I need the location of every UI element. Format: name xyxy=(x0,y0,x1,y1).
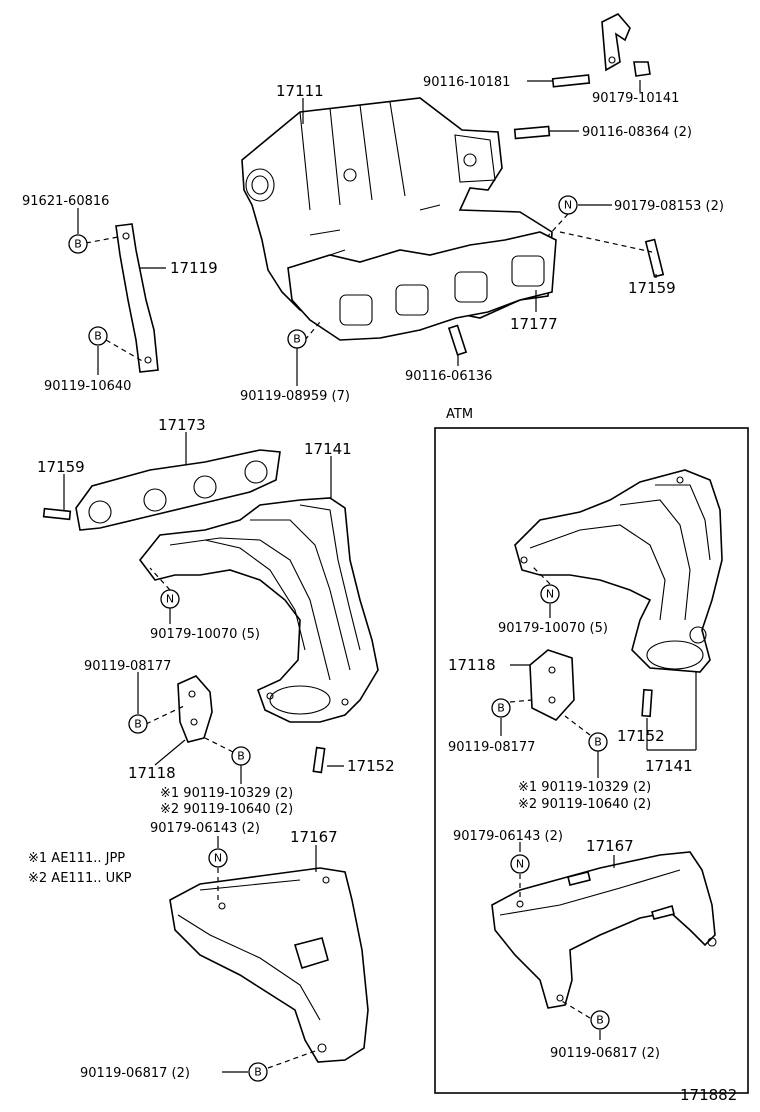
legend-note1: ※1 AE111.. JPP xyxy=(28,851,125,866)
svg-text:B: B xyxy=(293,333,301,346)
svg-text:N: N xyxy=(166,593,174,606)
bracket-17118-right xyxy=(529,649,575,721)
svg-text:N: N xyxy=(546,588,554,601)
legend-note2: ※2 AE111.. UKP xyxy=(28,871,132,886)
marker-n-5: N xyxy=(510,854,530,874)
stud-90116-08364 xyxy=(513,125,551,140)
label-17152-left: 17152 xyxy=(347,757,395,775)
marker-n-1: N xyxy=(558,195,578,215)
label-17141: 17141 xyxy=(304,440,352,458)
label-17159-mid: 17159 xyxy=(37,458,85,476)
marker-b-4: B xyxy=(128,714,148,734)
label-17159-top: 17159 xyxy=(628,279,676,297)
svg-text:B: B xyxy=(497,702,505,715)
label-17173: 17173 xyxy=(158,416,206,434)
label-atm: ATM xyxy=(446,407,473,422)
label-17152-right: 17152 xyxy=(617,727,665,745)
label-90119-08177-left: 90119-08177 xyxy=(84,659,171,674)
marker-n-4: N xyxy=(540,584,560,604)
label-17177: 17177 xyxy=(510,315,558,333)
label-17118-right: 17118 xyxy=(448,656,496,674)
marker-b-8: B xyxy=(588,732,608,752)
label-90116-06136: 90116-06136 xyxy=(405,369,492,384)
label-note2-left: ※2 90119-10640 (2) xyxy=(160,802,293,817)
svg-text:B: B xyxy=(594,736,602,749)
stud-17159-top xyxy=(644,238,665,278)
label-90179-06143-right: 90179-06143 (2) xyxy=(453,829,563,844)
svg-text:N: N xyxy=(214,852,222,865)
label-90179-08153: 90179-08153 (2) xyxy=(614,199,724,214)
marker-n-2: N xyxy=(160,589,180,609)
marker-b-9: B xyxy=(590,1010,610,1030)
label-90119-10640: 90119-10640 xyxy=(44,379,131,394)
label-note1-right: ※1 90119-10329 (2) xyxy=(518,780,651,795)
marker-n-3: N xyxy=(208,848,228,868)
part-labels: 17111 90116-10181 90179-10141 90116-0836… xyxy=(22,75,737,1104)
label-17141-right: 17141 xyxy=(645,757,693,775)
svg-text:B: B xyxy=(94,330,102,343)
label-90179-06143-left: 90179-06143 (2) xyxy=(150,821,260,836)
marker-b-5: B xyxy=(231,746,251,766)
svg-text:B: B xyxy=(237,750,245,763)
marker-b-1: B xyxy=(68,234,88,254)
label-90179-10141: 90179-10141 xyxy=(592,91,679,106)
marker-b-6: B xyxy=(248,1062,268,1082)
label-90179-10070-left: 90179-10070 (5) xyxy=(150,627,260,642)
exhaust-manifold-17141-atm xyxy=(514,469,723,673)
label-90116-08364: 90116-08364 (2) xyxy=(582,125,692,140)
label-17167-left: 17167 xyxy=(290,828,338,846)
stud-90116-10181 xyxy=(551,74,591,88)
atm-box xyxy=(434,427,749,1094)
label-90119-06817-left: 90119-06817 (2) xyxy=(80,1066,190,1081)
label-90116-10181: 90116-10181 xyxy=(423,75,510,90)
svg-text:B: B xyxy=(74,238,82,251)
stud-90116-06136 xyxy=(447,324,468,356)
label-note2-right: ※2 90119-10640 (2) xyxy=(518,797,651,812)
leader-lines xyxy=(63,80,697,1073)
intake-gasket-17177 xyxy=(287,231,557,341)
stud-17152-right xyxy=(641,688,653,718)
marker-b-7: B xyxy=(491,698,511,718)
marker-b-2: B xyxy=(88,326,108,346)
bracket-17118-left xyxy=(177,675,213,743)
label-17111: 17111 xyxy=(276,82,324,100)
svg-text:B: B xyxy=(254,1066,262,1079)
label-90119-06817-right: 90119-06817 (2) xyxy=(550,1046,660,1061)
label-90119-08177-right: 90119-08177 xyxy=(448,740,535,755)
heat-insulator-17167-left xyxy=(169,867,369,1063)
stud-17152-left xyxy=(312,746,326,774)
label-note1-left: ※1 90119-10329 (2) xyxy=(160,786,293,801)
exhaust-gasket-17173 xyxy=(75,449,281,531)
heat-insulator-17167-right xyxy=(491,851,717,1009)
label-17118-left: 17118 xyxy=(128,764,176,782)
svg-text:N: N xyxy=(564,199,572,212)
manifold-stay-17119 xyxy=(115,223,159,373)
label-17167-right: 17167 xyxy=(586,837,634,855)
svg-text:N: N xyxy=(516,858,524,871)
marker-b-3: B xyxy=(287,329,307,349)
exhaust-manifold-17141 xyxy=(138,497,379,723)
label-91621-60816: 91621-60816 xyxy=(22,194,109,209)
label-17119: 17119 xyxy=(170,259,218,277)
svg-text:B: B xyxy=(134,718,142,731)
label-90119-08959: 90119-08959 (7) xyxy=(240,389,350,404)
bracket-top xyxy=(601,13,651,77)
label-90179-10070-right: 90179-10070 (5) xyxy=(498,621,608,636)
figure-number: 171882 xyxy=(680,1086,737,1104)
svg-text:B: B xyxy=(596,1014,604,1027)
stud-17159-mid xyxy=(42,507,72,521)
